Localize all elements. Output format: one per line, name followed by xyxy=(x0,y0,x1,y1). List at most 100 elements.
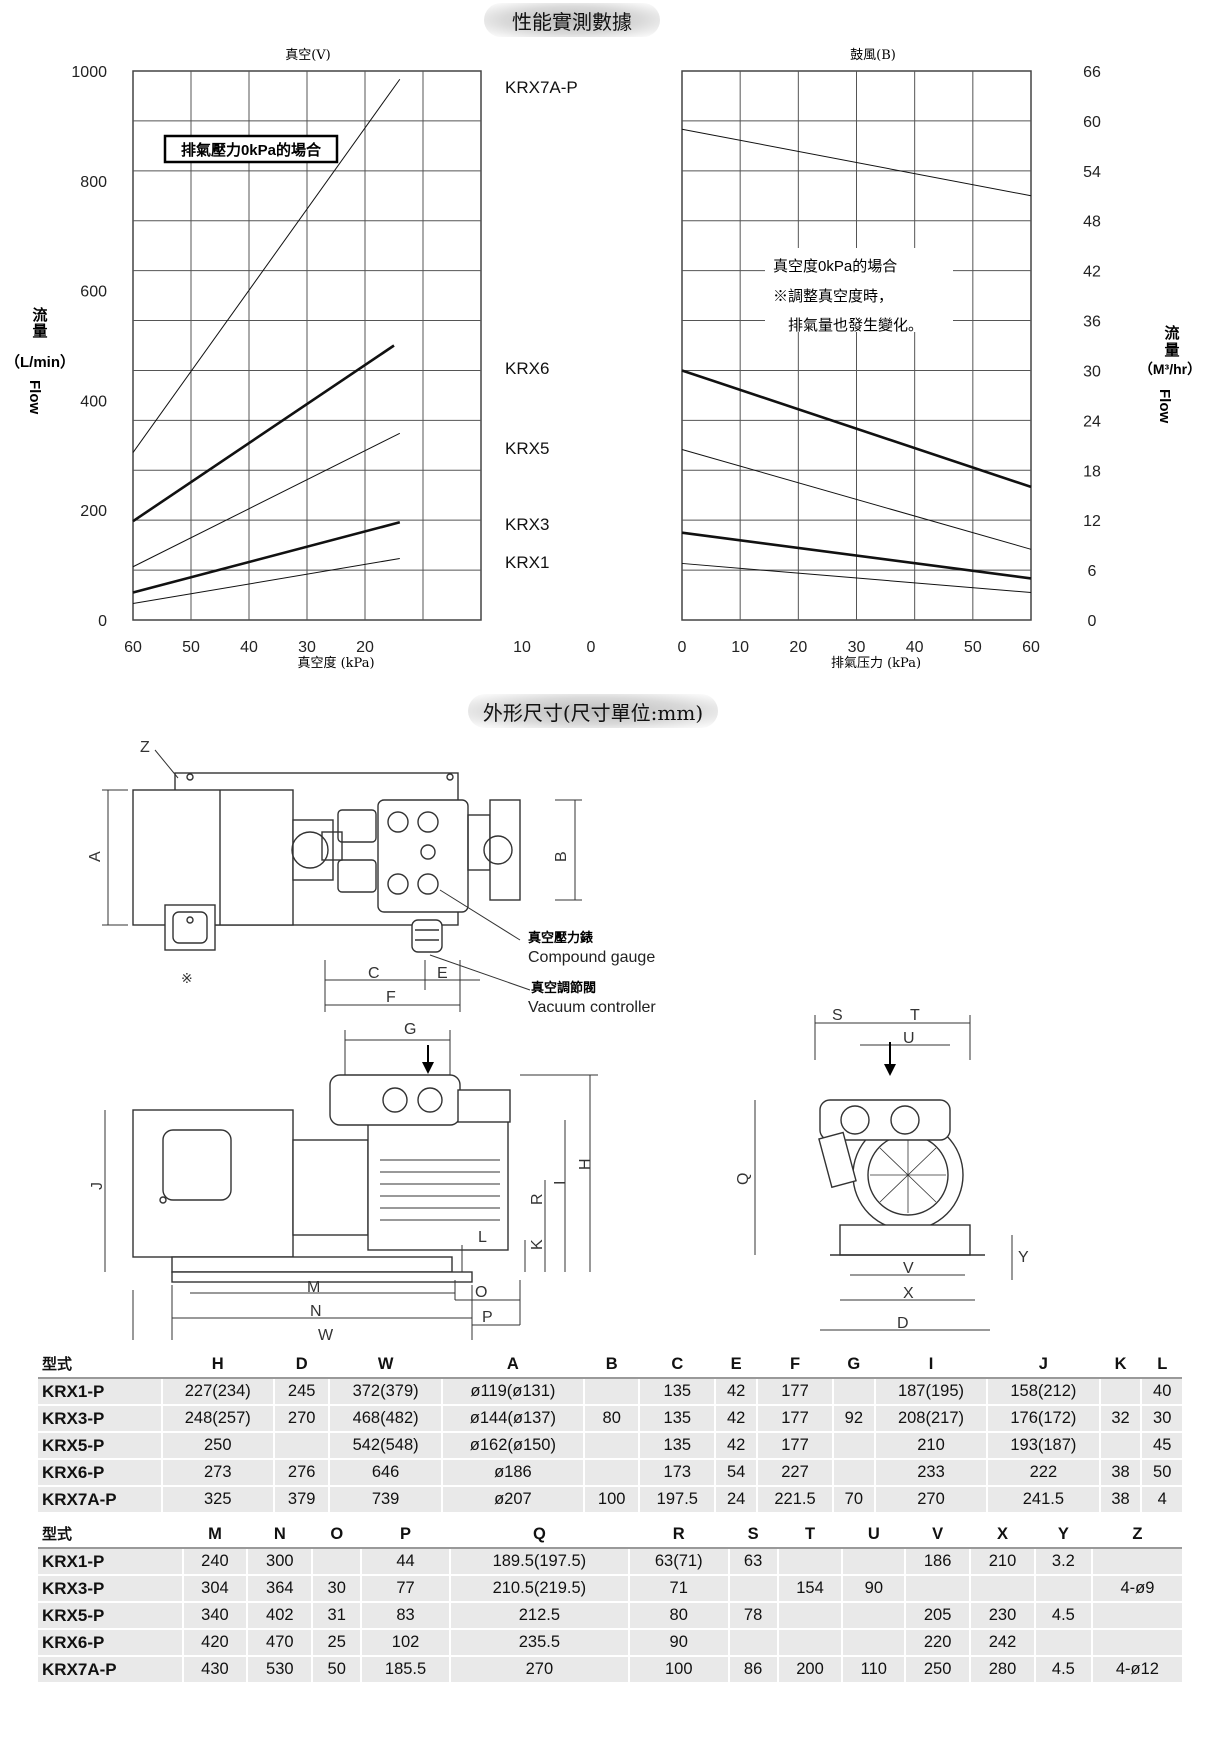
value-cell: 186 xyxy=(904,1548,971,1576)
value-cell: 241.5 xyxy=(986,1486,1100,1514)
dim-X: X xyxy=(903,1285,914,1302)
dim-Q: Q xyxy=(735,1173,752,1185)
compound-gauge-en: Compound gauge xyxy=(528,949,655,966)
value-cell: 227(234) xyxy=(160,1378,274,1406)
value-cell: 30 xyxy=(1140,1405,1182,1433)
x-tick-label: 0 xyxy=(587,639,596,656)
value-cell: 379 xyxy=(272,1486,330,1514)
y-tick-label: 36 xyxy=(1083,314,1101,331)
dim-S: S xyxy=(832,1007,843,1024)
dim-W: W xyxy=(318,1327,334,1342)
series-line-krx5 xyxy=(132,432,401,568)
dim-F: F xyxy=(386,989,396,1006)
header-cell: Z xyxy=(1090,1522,1182,1549)
value-cell: 273 xyxy=(160,1459,274,1487)
value-cell: 110 xyxy=(841,1656,906,1684)
value-cell: 90 xyxy=(841,1575,906,1603)
series-label-krx5: KRX5 xyxy=(505,439,549,458)
model-cell: KRX6-P xyxy=(38,1629,183,1657)
value-cell: 340 xyxy=(181,1602,248,1630)
header-cell: D xyxy=(272,1352,330,1379)
header-cell: E xyxy=(714,1352,758,1379)
model-cell: KRX5-P xyxy=(38,1602,183,1630)
header-cell: P xyxy=(360,1522,450,1549)
value-cell: 158(212) xyxy=(986,1378,1100,1406)
value-cell: 80 xyxy=(582,1405,640,1433)
value-cell: 402 xyxy=(246,1602,313,1630)
value-cell xyxy=(841,1629,906,1657)
dimensions-title: 外形尺寸(尺寸單位:mm) xyxy=(468,694,718,728)
value-cell: 542(548) xyxy=(328,1432,442,1460)
value-cell: 173 xyxy=(638,1459,716,1487)
pump-top-view xyxy=(132,772,521,953)
y-tick-label: 66 xyxy=(1083,64,1101,81)
value-cell: 280 xyxy=(969,1656,1035,1684)
y-tick-label: 54 xyxy=(1083,164,1101,181)
annotation-right-1: 真空度0kPa的場合 xyxy=(773,257,897,275)
pump-end-view xyxy=(818,1099,985,1256)
value-cell: 468(482) xyxy=(328,1405,442,1433)
ylabel-right-flow: Flow xyxy=(1156,389,1173,423)
x-tick-label: 10 xyxy=(513,639,531,656)
model-cell: KRX3-P xyxy=(38,1405,162,1433)
annotation-right-3: 排氣量也發生變化。 xyxy=(788,317,923,334)
model-cell: KRX7A-P xyxy=(38,1656,183,1684)
value-cell: 210.5(219.5) xyxy=(448,1575,629,1603)
value-cell xyxy=(727,1629,778,1657)
value-cell: 176(172) xyxy=(986,1405,1100,1433)
value-cell: 200 xyxy=(776,1656,843,1684)
y-tick-label: 200 xyxy=(80,503,107,520)
value-cell xyxy=(727,1575,778,1603)
value-cell: 242 xyxy=(969,1629,1035,1657)
value-cell: 185.5 xyxy=(360,1656,450,1684)
y-tick-label: 30 xyxy=(1083,363,1101,380)
model-cell: KRX7A-P xyxy=(38,1486,162,1514)
value-cell: 4-ø12 xyxy=(1090,1656,1182,1684)
value-cell: 197.5 xyxy=(638,1486,716,1514)
value-cell: 86 xyxy=(727,1656,778,1684)
header-cell: W xyxy=(328,1352,442,1379)
dim-N: N xyxy=(310,1303,322,1320)
header-cell: 型式 xyxy=(38,1522,183,1549)
chart-vacuum-title: 真空(V) xyxy=(285,48,331,63)
value-cell: 32 xyxy=(1098,1405,1142,1433)
value-cell: 739 xyxy=(328,1486,442,1514)
end-view-dimensions xyxy=(754,1015,1013,1331)
value-cell: 100 xyxy=(582,1486,640,1514)
value-cell: 154 xyxy=(776,1575,843,1603)
value-cell: 135 xyxy=(638,1405,716,1433)
vacuum-controller-cn: 真空調節閥 xyxy=(531,980,596,995)
header-cell: M xyxy=(181,1522,248,1549)
value-cell: 4 xyxy=(1140,1486,1182,1514)
series-label-krx3: KRX3 xyxy=(505,515,549,534)
dim-J: J xyxy=(89,1182,106,1190)
dimension-drawings: Z A B C E F G H I J R K L M N O P W S T … xyxy=(87,739,1029,1342)
value-cell: 78 xyxy=(727,1602,778,1630)
annotation-left: 排氣壓力0kPa的場合 xyxy=(181,141,322,159)
value-cell: 42 xyxy=(714,1405,758,1433)
model-cell: KRX3-P xyxy=(38,1575,183,1603)
value-cell: 205 xyxy=(904,1602,971,1630)
chart-blower-grid xyxy=(681,70,1032,621)
value-cell xyxy=(1098,1378,1142,1406)
top-view-motor xyxy=(132,789,294,926)
ylabel-left-unit: （L/min） xyxy=(5,353,75,371)
model-cell: KRX5-P xyxy=(38,1432,162,1460)
y-tick-label: 48 xyxy=(1083,214,1101,231)
dim-V: V xyxy=(903,1260,914,1277)
x-tick-label: 60 xyxy=(124,639,142,656)
value-cell xyxy=(272,1432,330,1460)
value-cell: 372(379) xyxy=(328,1378,442,1406)
side-view-pump-body xyxy=(367,1119,509,1251)
value-cell: 300 xyxy=(246,1548,313,1576)
y-tick-label: 12 xyxy=(1083,513,1101,530)
